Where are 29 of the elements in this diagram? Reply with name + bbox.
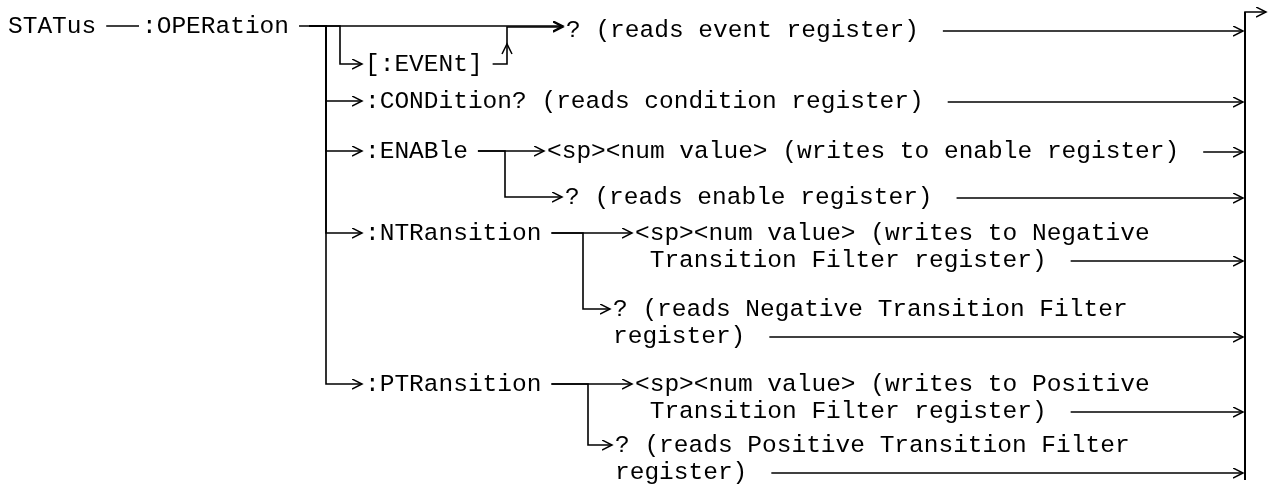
connector-arrow [550,383,613,451]
syntax-keyword: ? (reads Positive Transition Filter register) [615,432,1145,486]
connector-arrow [1069,406,1244,418]
connector-arrow [1244,6,1267,18]
connector-arrow [770,467,1244,479]
syntax-keyword: :NTRansition [365,220,542,247]
syntax-keyword: [:EVENt] [365,51,483,78]
connector-arrow [1202,146,1244,158]
connector-arrow [308,25,363,390]
connector-arrow [477,150,563,203]
syntax-keyword: <sp><num value> (writes to Positive Transition Filter register) [635,371,1187,425]
connector-arrow [955,192,1244,204]
connector-arrow [550,232,611,315]
syntax-keyword: <sp><num value> (writes to Negative Transition Filter register) [635,220,1187,274]
connector-arrow [1069,255,1244,267]
connector-arrow [298,20,564,32]
syntax-keyword: :ENABle [365,138,468,165]
syntax-keyword: STATus [8,13,97,40]
syntax-keyword: ? (reads enable register) [565,184,933,211]
syntax-keyword: ? (reads event register) [566,17,919,44]
connector-arrow [768,331,1244,343]
connector-arrow [942,25,1244,37]
syntax-keyword: <sp><num value> (writes to enable register) [547,138,1180,165]
syntax-keyword: :OPERation [142,13,290,40]
connector-arrow [491,21,564,65]
syntax-keyword: :CONDition? (reads condition register) [365,88,924,115]
syntax-keyword: :PTRansition [365,371,542,398]
syntax-keyword: ? (reads Negative Transition Filter register) [613,296,1143,350]
connector-arrow [946,96,1244,108]
